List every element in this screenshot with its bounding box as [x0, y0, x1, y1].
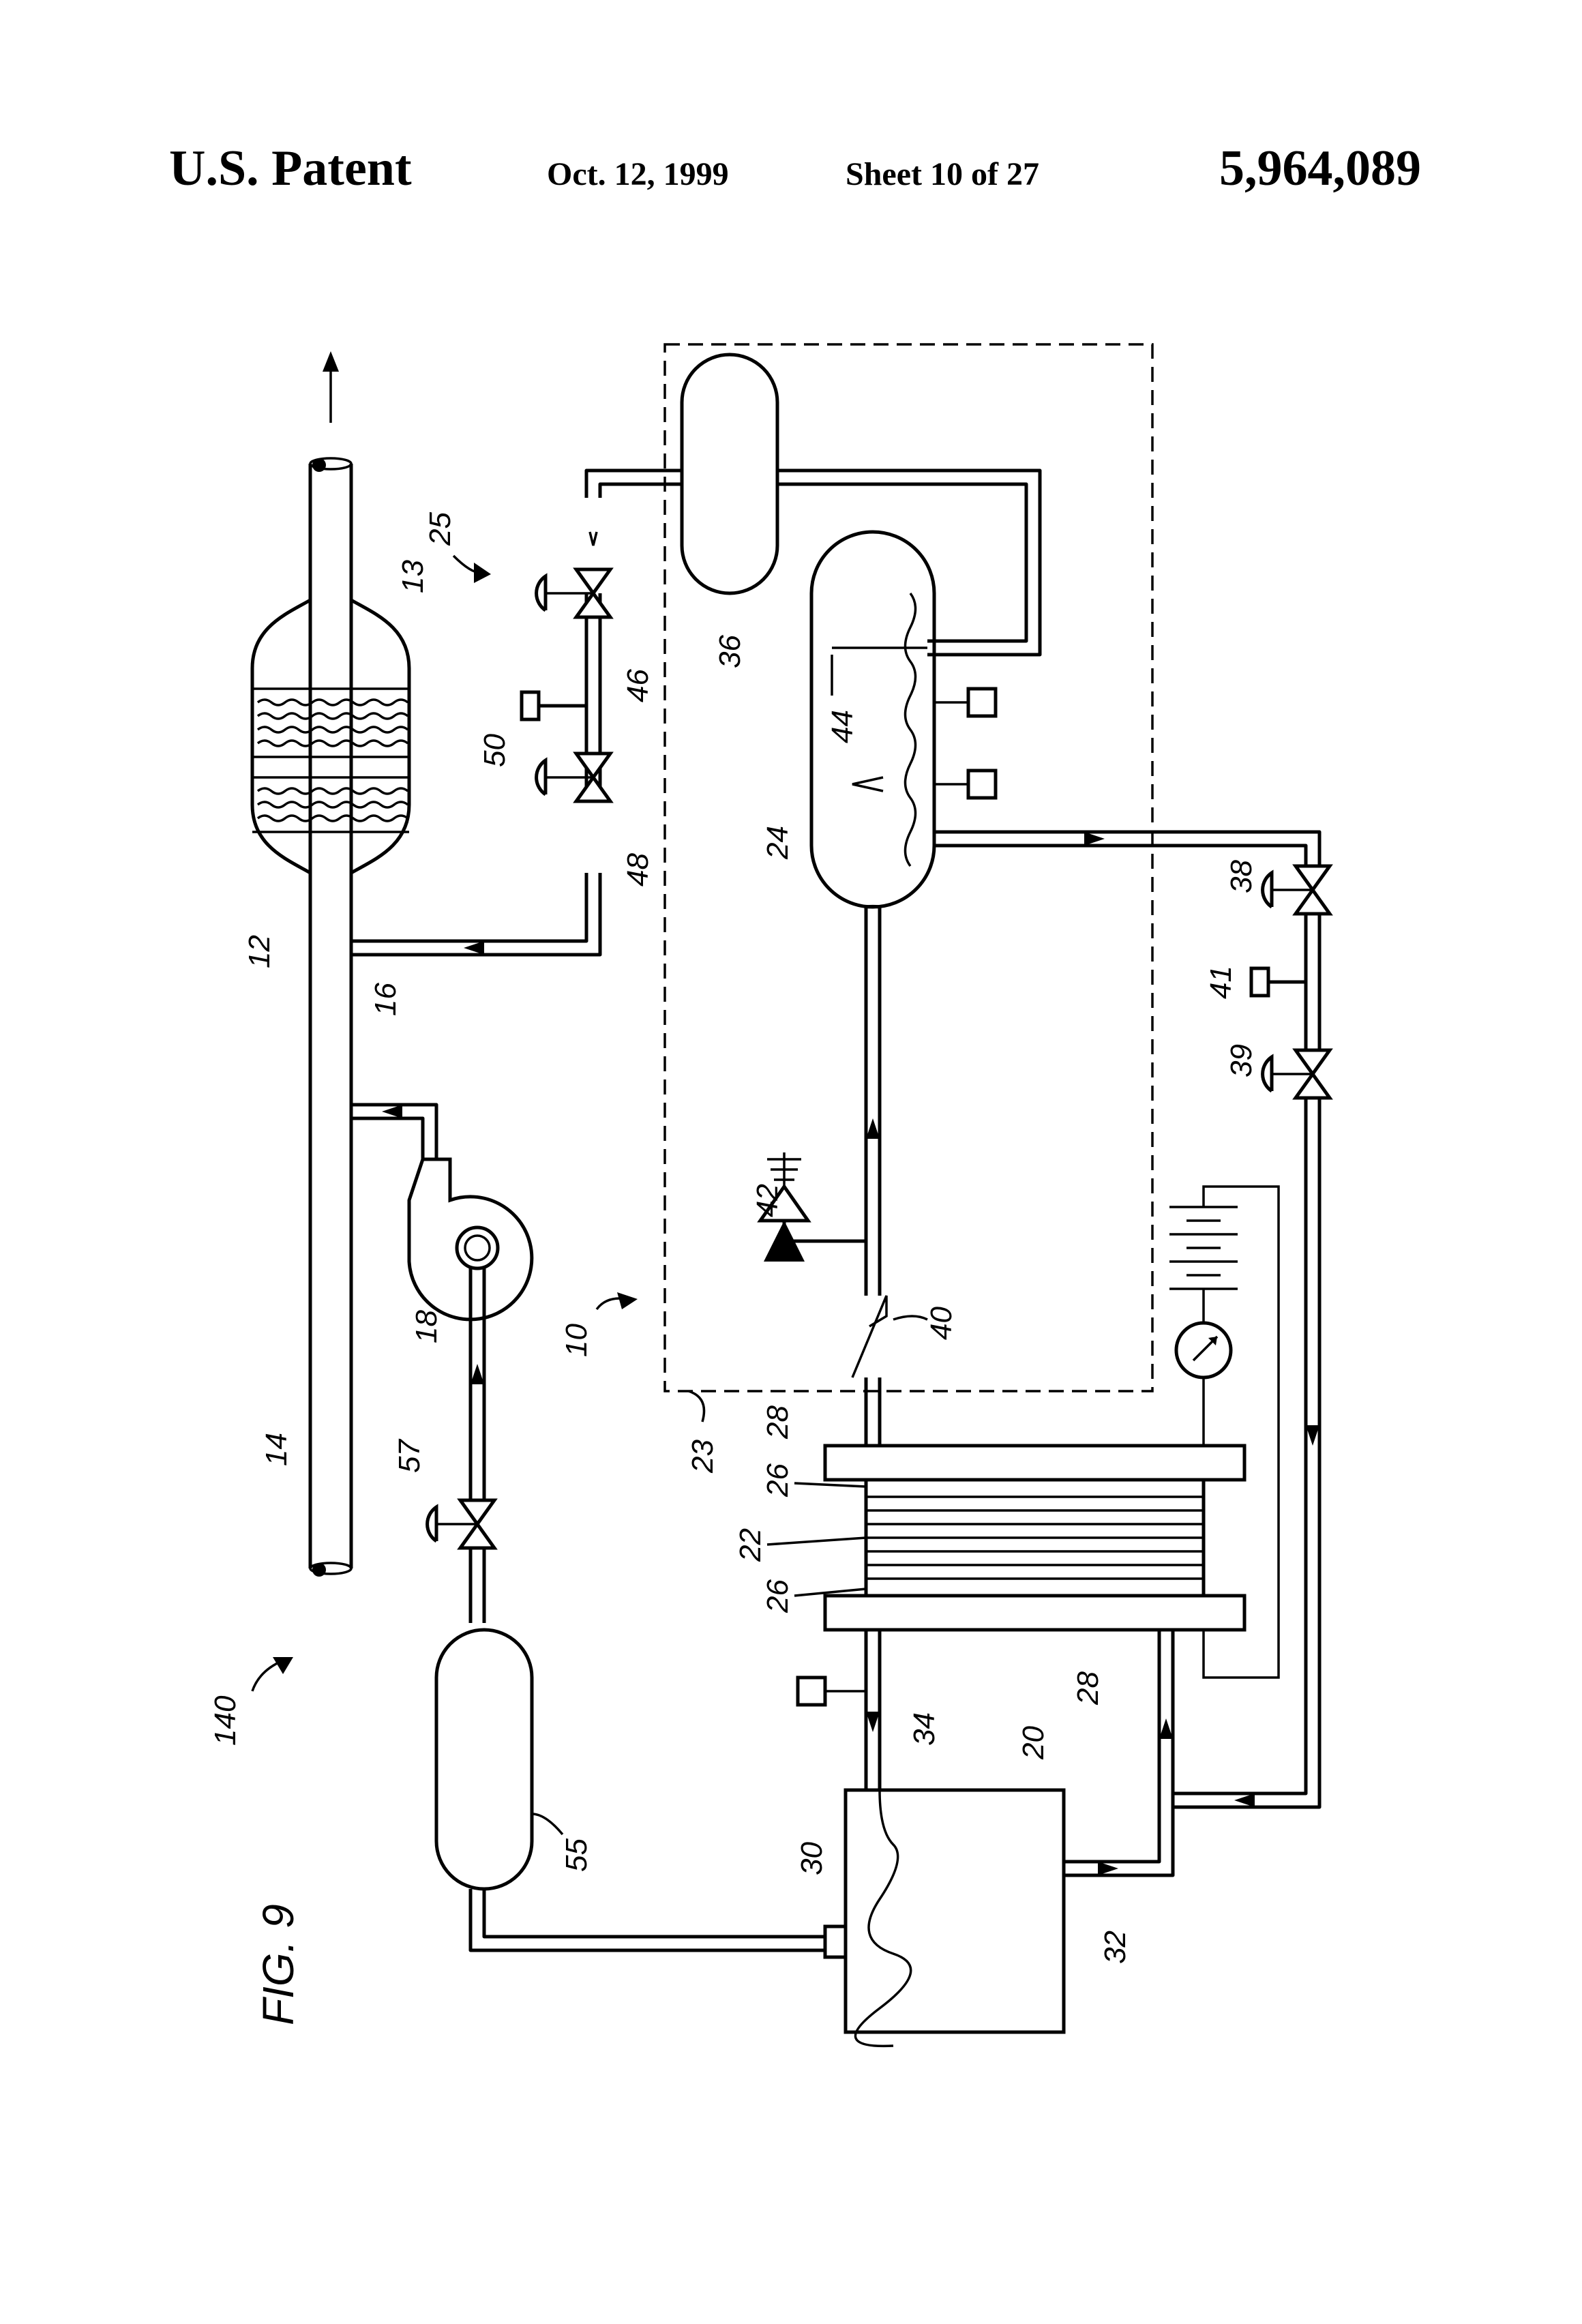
ref-label: 28: [1071, 1671, 1105, 1705]
ref-label: 32: [1099, 1931, 1132, 1964]
ref-label: 10: [560, 1324, 593, 1357]
leader-arrowhead: [273, 1657, 293, 1674]
valve-57: [428, 1500, 494, 1623]
valve-38: [1263, 866, 1330, 914]
leader-line: [893, 1316, 927, 1320]
ref-label: 28: [761, 1405, 794, 1440]
ref-label: 23: [686, 1440, 719, 1474]
ref-label: 44: [826, 710, 859, 743]
ref-label: 13: [396, 560, 430, 593]
catalytic-converter: [252, 600, 409, 873]
ref-label: 41: [1204, 966, 1238, 999]
ref-label: 39: [1225, 1044, 1258, 1077]
ref-label: 48: [621, 853, 655, 887]
leader-line: [794, 1483, 866, 1487]
electrolyzer-stack-22: [825, 1377, 1244, 1630]
ref-label: 40: [925, 1307, 958, 1340]
tank-55: [436, 1630, 825, 1950]
ref-label: 22: [734, 1528, 767, 1562]
ref-label: 50: [478, 734, 511, 767]
ref-label: 16: [369, 983, 402, 1016]
ref-label: 25: [423, 512, 457, 546]
ref-label: 18: [410, 1310, 443, 1343]
ref-label: 20: [1017, 1726, 1050, 1760]
leader-line: [532, 1814, 563, 1834]
ref-label: 55: [560, 1838, 593, 1872]
ref-label: 34: [908, 1712, 941, 1746]
ref-label: 57: [393, 1439, 426, 1473]
ref-label: 46: [621, 669, 655, 702]
ref-label: 12: [243, 935, 276, 968]
figure-label: FIG. 9: [254, 1904, 303, 2025]
sensor-41: [1251, 914, 1319, 1050]
ref-label: 140: [209, 1695, 242, 1746]
ref-label: 36: [713, 635, 747, 668]
sensor-50: [522, 692, 586, 719]
ref-label: 38: [1225, 860, 1258, 893]
leader-arrowhead: [474, 563, 491, 583]
reference-labels: 140 12 13 14 16 18 10 20 22 23 24 25 26 …: [209, 512, 1258, 2025]
exhaust-pipe: [310, 351, 351, 1577]
ref-label: 42: [751, 1184, 784, 1217]
valve-39: [1173, 1050, 1330, 1807]
leader-line: [767, 1538, 866, 1545]
ref-label: 26: [761, 1463, 794, 1498]
ref-label: 24: [761, 826, 794, 860]
ref-label: 14: [260, 1433, 293, 1466]
blower-18: [351, 1105, 532, 1500]
leader-arrowhead: [617, 1292, 638, 1309]
ref-label: 26: [761, 1579, 794, 1613]
leader-line: [689, 1391, 704, 1422]
ref-label: 30: [795, 1842, 829, 1875]
check-valve-40: [852, 927, 886, 1377]
